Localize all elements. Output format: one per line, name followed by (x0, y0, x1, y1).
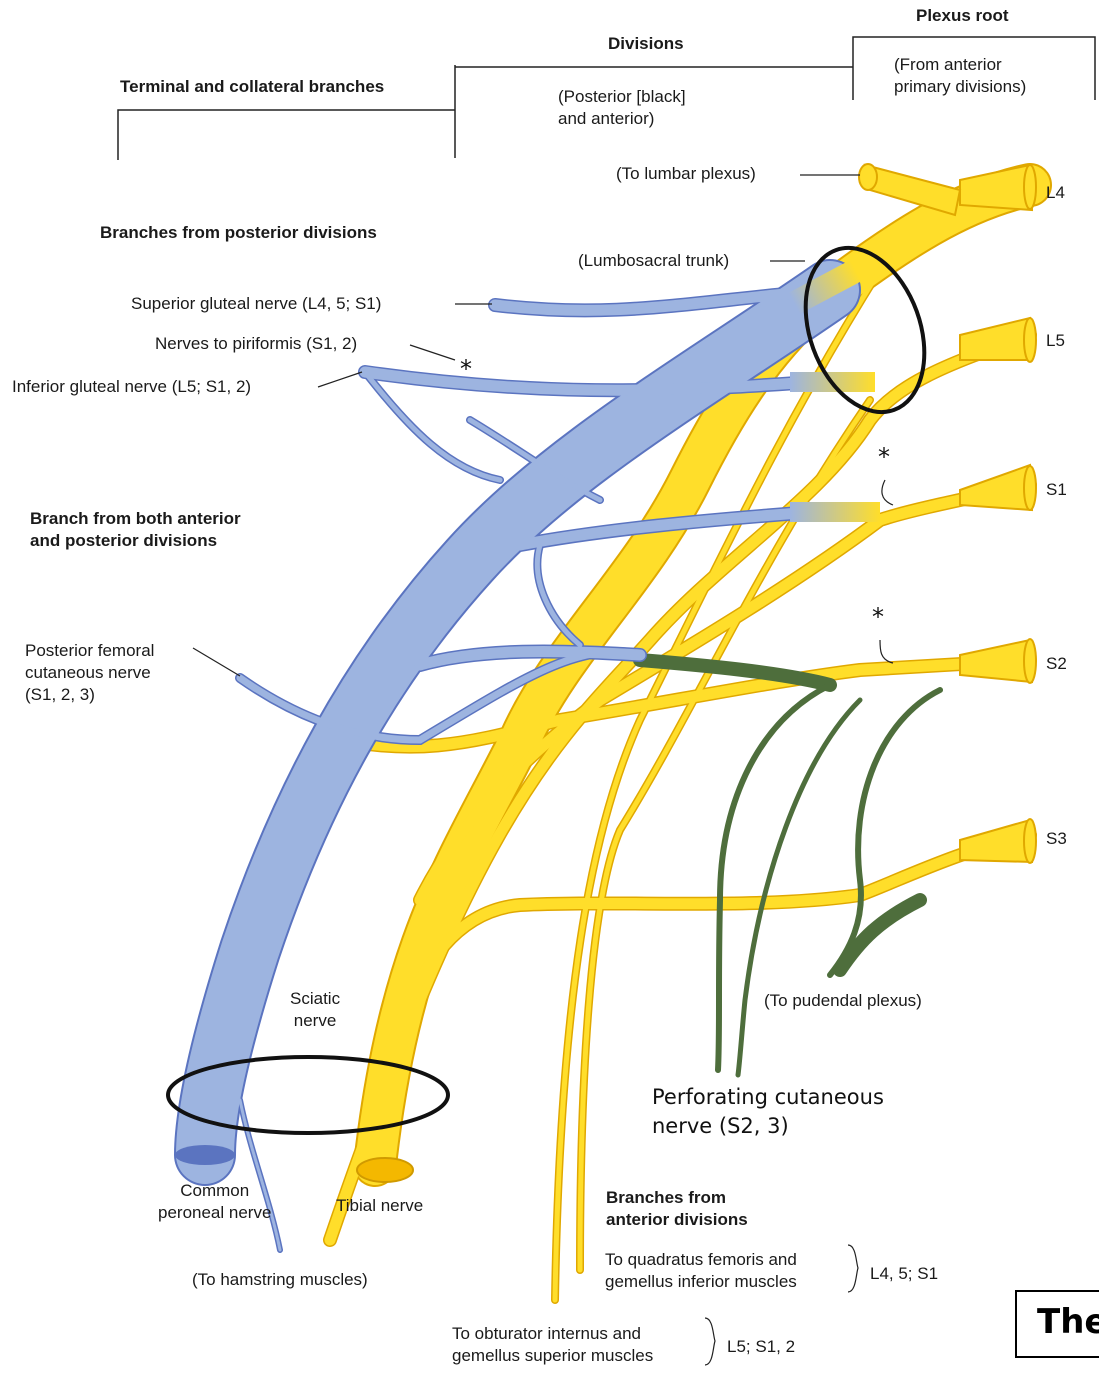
cropped-title-text: The (1037, 1302, 1099, 1342)
cropped-title-box: The (1015, 1290, 1099, 1358)
leader-lines (192, 174, 894, 677)
divisions-subheading: (Posterior [black] and anterior) (558, 87, 686, 129)
root-s3 (959, 818, 1034, 864)
obturator-roots-label: L5; S1, 2 (727, 1337, 796, 1356)
obturator-internus-label: To obturator internus and gemellus super… (452, 1324, 654, 1366)
connector-1 (467, 417, 603, 503)
root-label-s2: S2 (1046, 654, 1067, 673)
sciatic-nerve-label: Sciatic nerve (290, 989, 341, 1031)
root-label-l5: L5 (1046, 331, 1065, 350)
root-label-s3: S3 (1046, 829, 1067, 848)
obturator-brace (704, 1317, 716, 1366)
s1-anterior-branch (414, 479, 1036, 906)
superior-gluteal-nerve (489, 284, 836, 316)
l5-anterior-branch (324, 329, 1036, 1246)
inferior-gluteal-nerve (359, 366, 846, 396)
posterior-femoral-cutaneous (236, 648, 644, 744)
root-label-l4: L4 (1046, 183, 1065, 202)
root-brackets (704, 1244, 859, 1366)
perforating-cutaneous-label: Perforating cutaneous nerve (S2, 3) (652, 1085, 884, 1139)
plexus-root-heading: Plexus root (916, 6, 1009, 25)
rings (166, 245, 927, 1135)
s1-asterisk: * (878, 443, 890, 471)
root-stumps (858, 163, 1037, 864)
root-s1 (959, 463, 1034, 512)
s3-anterior-branch (384, 829, 1036, 1056)
anterior-branches-heading: Branches from anterior divisions (606, 1188, 748, 1230)
pudendal-branches (633, 653, 943, 1078)
lumbar-plexus-stub (863, 163, 962, 217)
tibial-cut-end (356, 1157, 414, 1183)
s1-junction (790, 502, 880, 522)
root-l4 (959, 163, 1034, 212)
plexus-root-subheading: (From anterior primary divisions) (894, 55, 1027, 97)
hamstring-branch (238, 1098, 282, 1252)
anterior-divisions (313, 163, 1052, 1304)
quadratus-brace (847, 1244, 859, 1293)
tibial-trunk (355, 165, 1050, 1185)
lumbar-plexus-label: (To lumbar plexus) (616, 164, 756, 183)
hamstring-label: (To hamstring muscles) (192, 1270, 368, 1289)
common-peroneal-label: Common peroneal nerve (158, 1181, 272, 1223)
connector-2 (362, 369, 503, 483)
terminal-bracket (117, 65, 456, 160)
quadratus-femoris-label: To quadratus femoris and gemellus inferi… (605, 1250, 797, 1292)
lumbosacral-ring (803, 245, 927, 415)
lumbosacral-trunk-label: (Lumbosacral trunk) (578, 251, 730, 270)
posterior-divisions (174, 259, 880, 1253)
root-label-s1: S1 (1046, 480, 1067, 499)
root-l5 (959, 316, 1034, 361)
posterior-femoral-label: Posterior femoral cutaneous nerve (S1, 2… (25, 641, 155, 705)
piriformis-label: Nerves to piriformis (S1, 2) (155, 334, 358, 353)
posterior-branches-heading: Branches from posterior divisions (100, 223, 377, 242)
pudendal-plexus-label: (To pudendal plexus) (764, 991, 922, 1010)
s2-anterior-branch (314, 654, 1036, 753)
s2-asterisk: * (872, 603, 884, 631)
divisions-heading: Divisions (608, 34, 684, 53)
quadratus-roots-label: L4, 5; S1 (870, 1264, 939, 1283)
inferior-gluteal-label: Inferior gluteal nerve (L5; S1, 2) (12, 377, 252, 396)
obturator-branch (552, 267, 883, 1303)
peroneal-cut-end (175, 1145, 235, 1165)
tibial-nerve-label: Tibial nerve (336, 1196, 424, 1215)
sciatic-ring (166, 1055, 450, 1135)
header-brackets (117, 36, 1096, 160)
quadratus-branch (577, 397, 873, 1273)
both-divisions-heading: Branch from both anterior and posterior … (30, 509, 241, 551)
s1-posterior-branch (514, 504, 846, 551)
common-peroneal-trunk (176, 261, 859, 1184)
piriformis-asterisk: * (460, 355, 472, 383)
connector-3 (534, 542, 583, 648)
plexus-root-bracket (852, 36, 1096, 100)
superior-gluteal-label: Superior gluteal nerve (L4, 5; S1) (131, 294, 382, 313)
terminal-heading: Terminal and collateral branches (120, 77, 385, 96)
root-s2 (959, 638, 1034, 684)
